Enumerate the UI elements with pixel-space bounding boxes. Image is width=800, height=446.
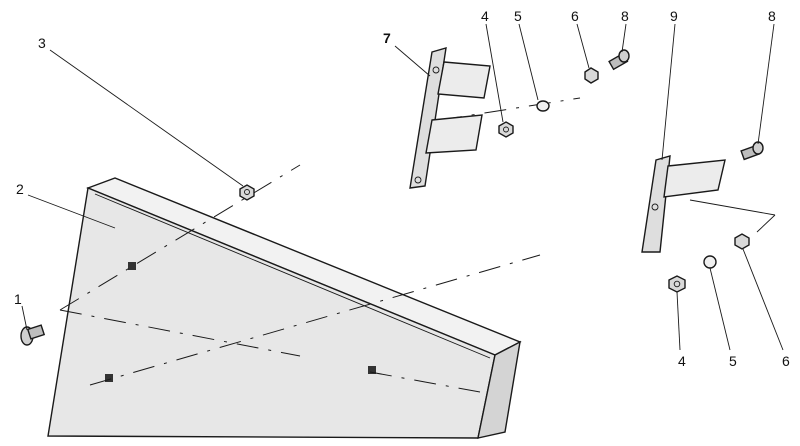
bracket-7-upright	[409, 47, 447, 189]
leader-3	[49, 49, 244, 187]
callout-2: 2	[16, 181, 24, 197]
fastener-bolt-8-right	[740, 141, 764, 161]
guard-panel-crease	[94, 193, 491, 359]
callout-5-bottom: 5	[729, 353, 737, 369]
assembly-centerlines	[59, 97, 776, 393]
callout-4-top: 4	[481, 8, 489, 24]
fastener-nut-4-top	[498, 121, 514, 138]
centerline-right-fasteners	[689, 199, 776, 216]
fastener-nut-4-bottom	[668, 275, 686, 293]
bracket-part-9	[641, 155, 726, 253]
leader-4-bottom	[676, 291, 681, 351]
leader-5-top	[518, 23, 539, 101]
fastener-washer-5-top	[536, 100, 550, 112]
bracket-7-hole-top	[432, 66, 440, 74]
callout-labels: 1 2 3 4 5 6 7 8 9 8 4 5 6	[14, 8, 790, 369]
centerline-bolt-1	[59, 309, 301, 357]
bracket-part-7	[409, 47, 491, 189]
leader-6-top	[576, 23, 590, 69]
leader-2	[27, 194, 116, 229]
leader-lines	[21, 23, 784, 351]
callout-3: 3	[38, 35, 46, 51]
leader-4-top	[485, 23, 504, 123]
bolt-part-1	[20, 324, 46, 346]
bolt-shank	[26, 324, 46, 340]
callout-1: 1	[14, 291, 22, 307]
panel-hole-lower	[105, 374, 113, 382]
callout-5-top: 5	[514, 8, 522, 24]
centerline-diagonal	[89, 254, 541, 386]
callout-8-left: 8	[621, 8, 629, 24]
callout-6-bottom: 6	[782, 353, 790, 369]
fastener-bolt-8-top	[608, 49, 630, 71]
leader-8-left	[621, 23, 627, 53]
callout-7: 7	[383, 30, 391, 46]
panel-hole-upper	[128, 262, 136, 270]
panel-hole-right	[368, 366, 376, 374]
centerline-right-fasteners-branch	[756, 214, 776, 233]
callout-8-right: 8	[768, 8, 776, 24]
bracket-7-lower-arm	[425, 114, 483, 154]
leader-7	[394, 45, 431, 77]
bracket-7-upper-arm	[437, 61, 491, 99]
leader-1	[21, 305, 28, 331]
fastener-washer-5-bottom	[703, 255, 717, 269]
leader-6-bottom	[742, 248, 784, 351]
nut-3-body	[239, 184, 255, 201]
bracket-7-hole-bottom	[414, 176, 422, 184]
centerline-upper	[59, 164, 301, 311]
leader-8-right	[757, 23, 775, 145]
bracket-9-hole	[651, 203, 659, 211]
callout-6-top: 6	[571, 8, 579, 24]
bracket-9-arm	[663, 159, 726, 198]
nut-3-hole	[244, 189, 250, 195]
fastener-nut-6-bottom	[734, 233, 750, 250]
leader-9	[661, 23, 676, 161]
nut-part-3	[239, 184, 255, 201]
centerline-right-hole	[369, 371, 481, 393]
leader-5-bottom	[709, 267, 731, 351]
callout-9: 9	[670, 8, 678, 24]
guard-panel	[47, 177, 522, 439]
callout-4-bottom: 4	[678, 353, 686, 369]
fastener-nut-6-top	[584, 67, 599, 84]
guard-panel-side-flange	[477, 340, 521, 439]
